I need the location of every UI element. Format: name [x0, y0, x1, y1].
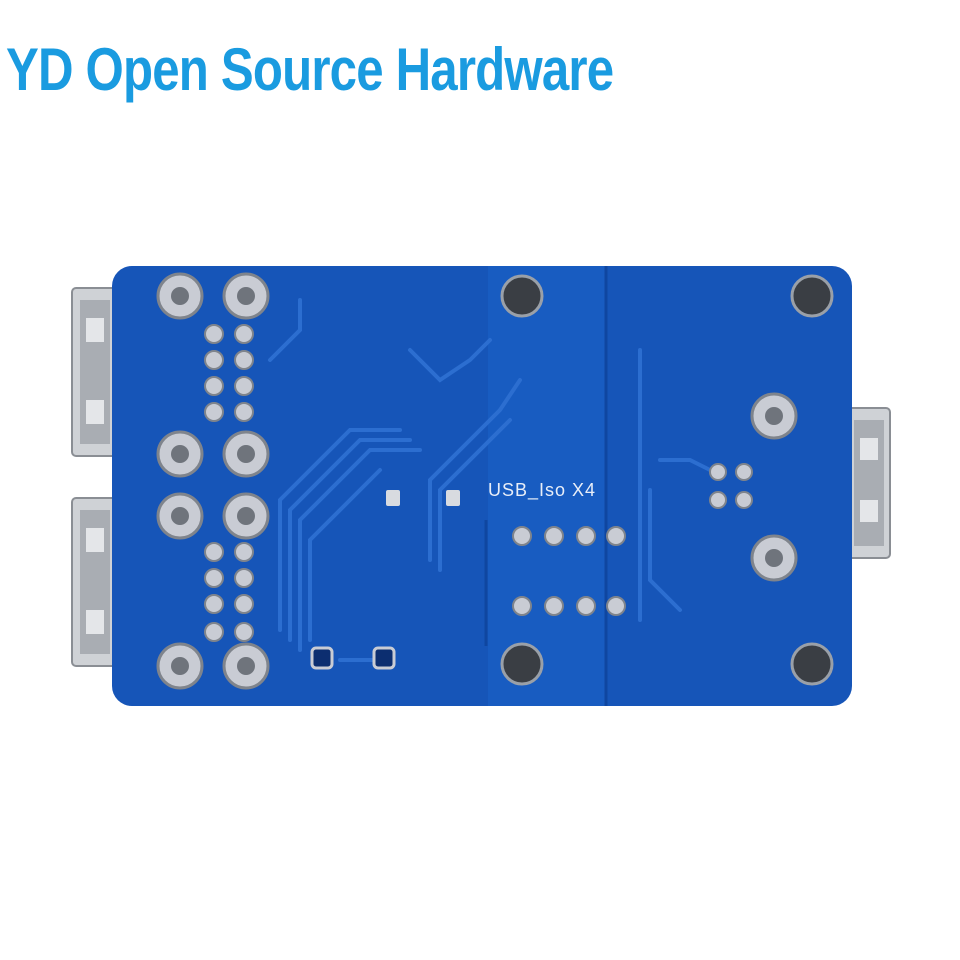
brand-name: YD Open Source Hardware [6, 35, 614, 103]
small-pads-left [204, 324, 254, 642]
brand-header: YD Open Source Hardware [6, 14, 614, 124]
small-pads-center [512, 526, 626, 616]
mounting-holes [156, 272, 834, 690]
capacitor [310, 646, 334, 670]
silkscreen-label: USB_Iso X4 [488, 480, 596, 501]
smd-component [446, 490, 460, 506]
smd-component [386, 490, 400, 506]
pcb-traces [268, 298, 712, 662]
small-pads-right [709, 463, 753, 509]
capacitor [372, 646, 396, 670]
